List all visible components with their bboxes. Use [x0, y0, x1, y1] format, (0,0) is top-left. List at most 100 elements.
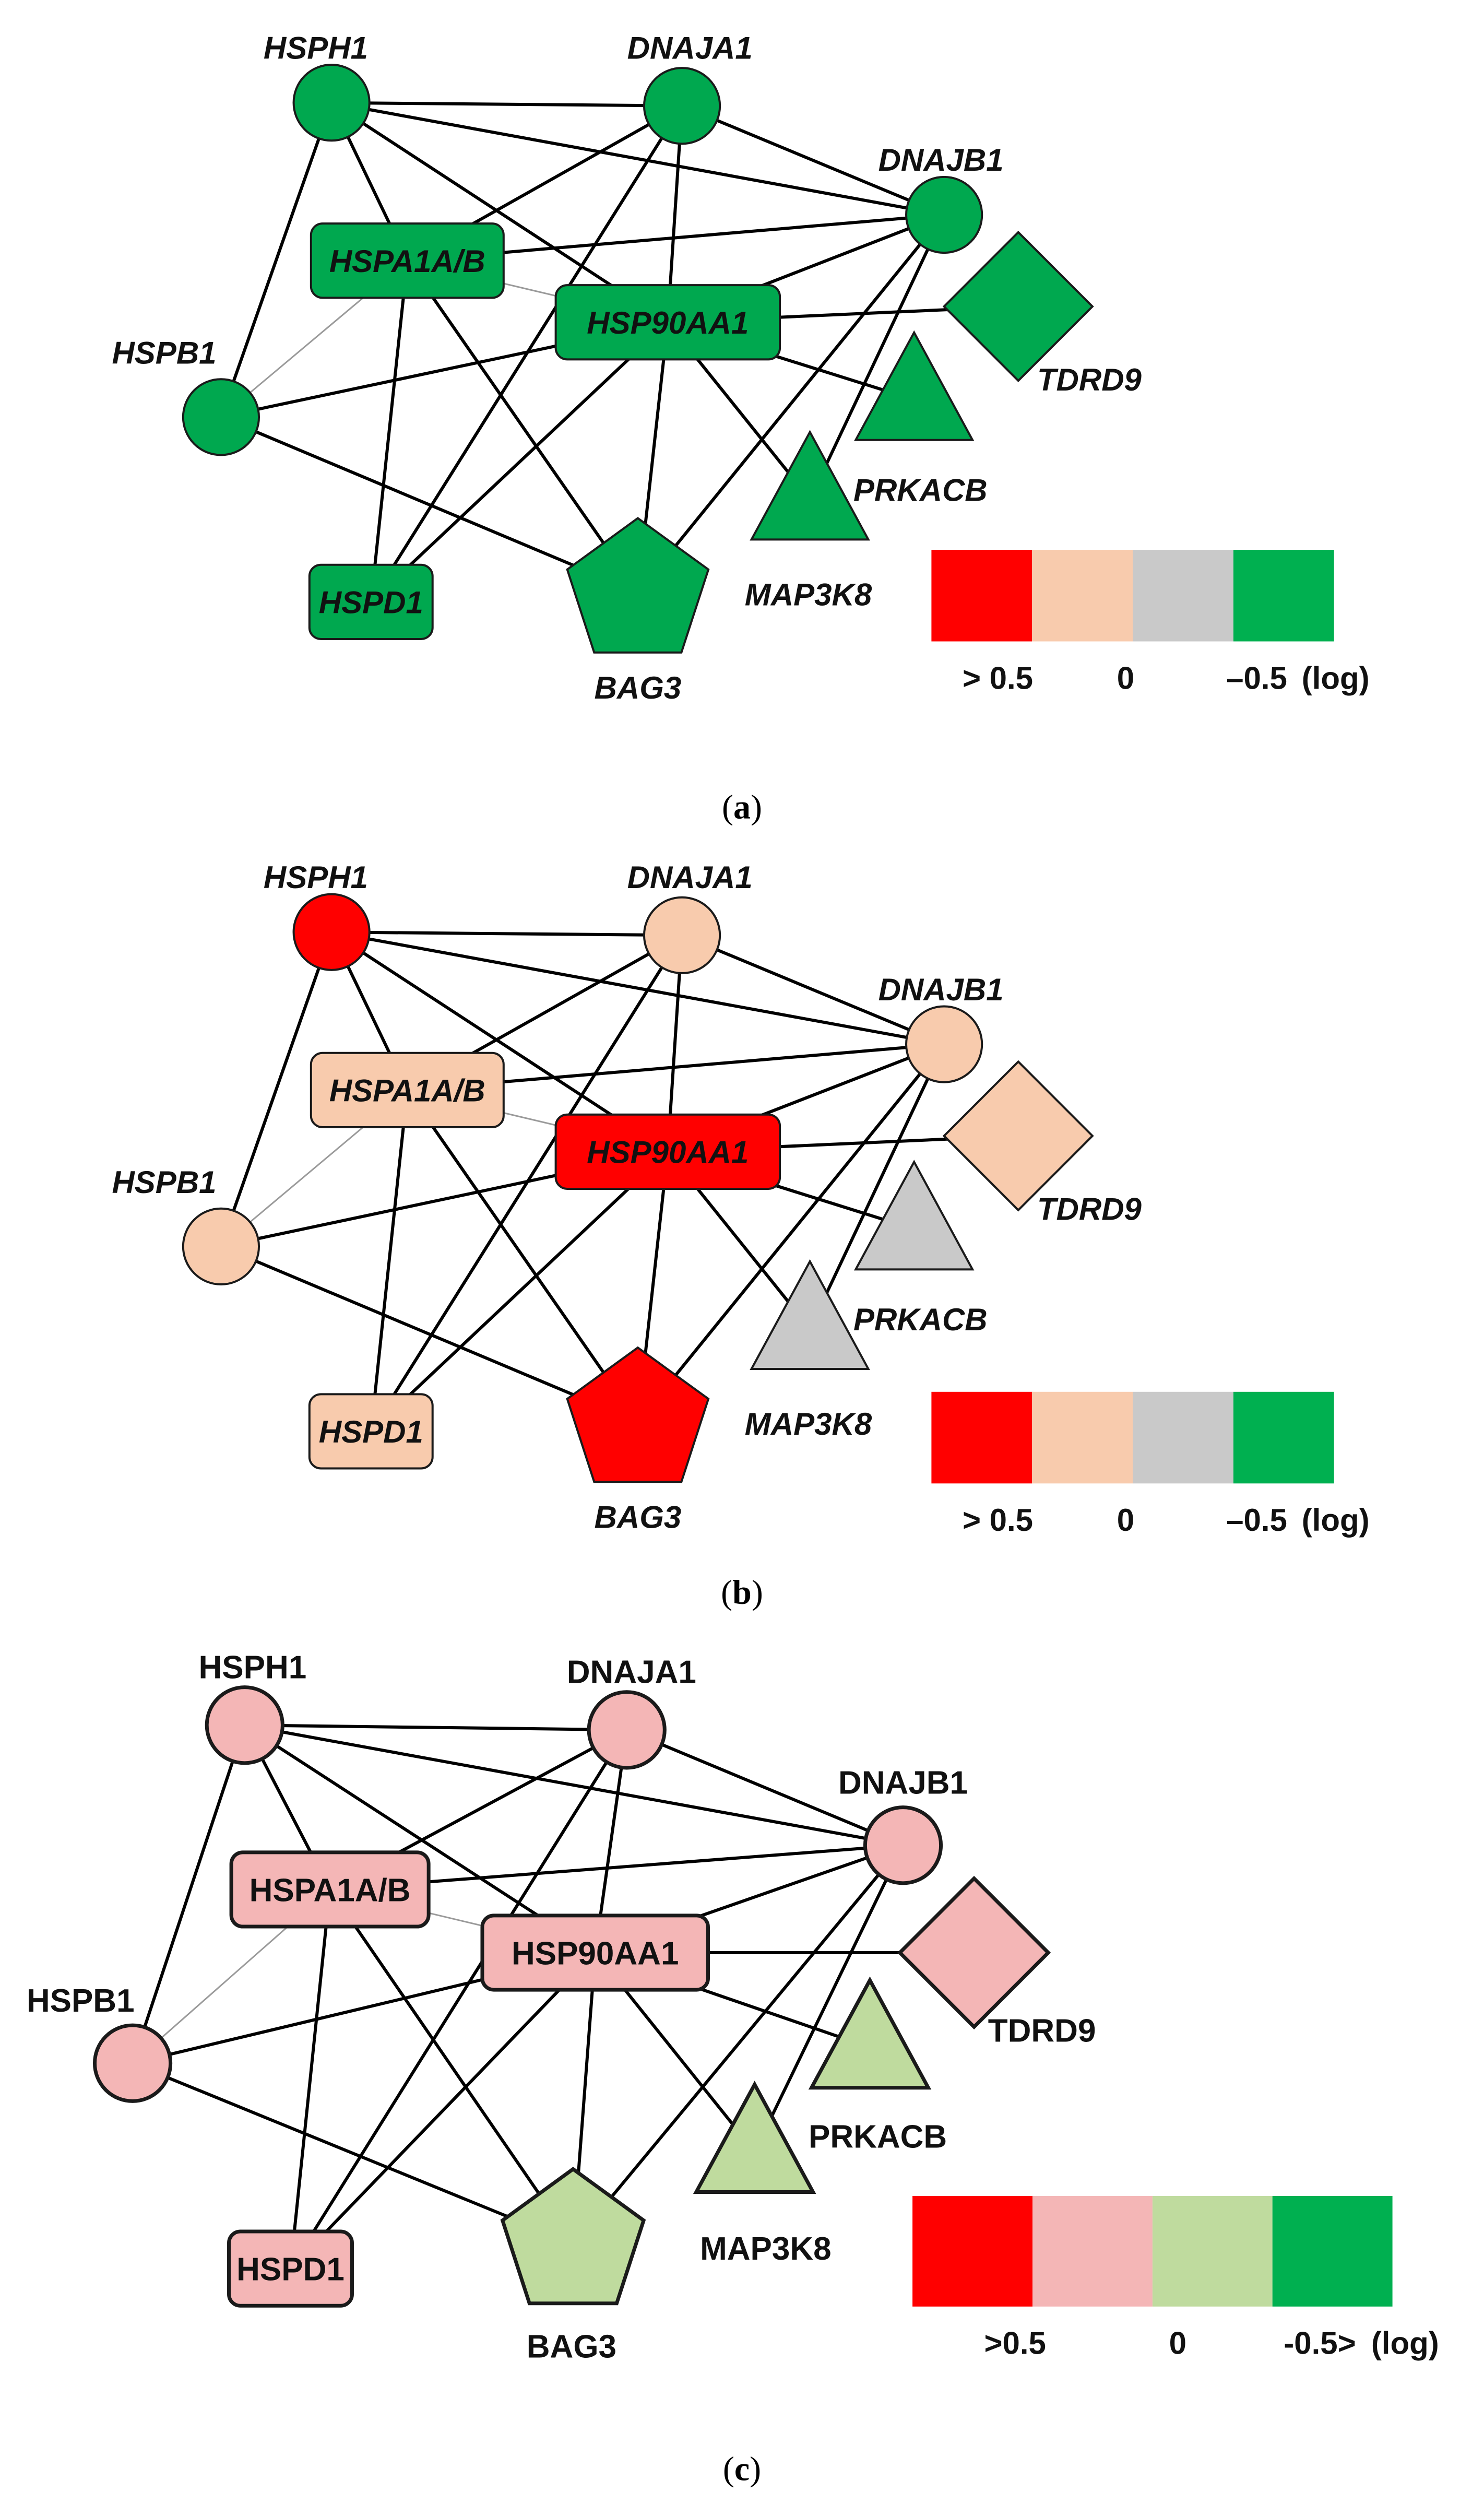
node-prkacb: PRKACB: [808, 1976, 947, 2155]
node-label: HSPH1: [264, 30, 368, 65]
node-shape-rounded-rect: [229, 1850, 431, 1929]
panel-caption: (b): [721, 1573, 763, 1611]
node-shape-diamond: [897, 1875, 1051, 2030]
node-shape-circle: [905, 1005, 983, 1083]
node-label: HSP90AA1: [587, 305, 749, 340]
edge-dnaja1-hspd1: [289, 1729, 628, 2270]
node-dnaja1: DNAJA1: [627, 860, 753, 974]
legend-swatch: [1272, 2196, 1393, 2307]
node-shape-circle: [205, 1685, 284, 1765]
legend-label: (log): [1302, 1503, 1370, 1538]
node-hsph1: HSPH1: [199, 1650, 307, 1765]
edge-hspa1a-b-hspd1: [369, 260, 409, 603]
node-label: HSPA1A/B: [250, 1872, 411, 1908]
legend-label: (log): [1371, 2326, 1439, 2361]
node-shape-circle: [643, 67, 721, 145]
node-label: HSPD1: [319, 1414, 423, 1449]
edge-hsp90aa1-hspd1: [289, 1951, 597, 2270]
legend-swatch: [1233, 1391, 1334, 1484]
edge-dnajb1-bag3: [636, 214, 945, 594]
node-shape-tri: [750, 430, 870, 541]
legend-label: > 0.5: [963, 660, 1033, 695]
node-shape-rounded-rect: [310, 222, 505, 299]
node-tdrd9: TDRD9: [942, 1060, 1142, 1226]
node-label: TDRD9: [1037, 1191, 1142, 1226]
node-dnajb1: DNAJB1: [878, 972, 1004, 1083]
node-bag3: BAG3: [566, 1346, 710, 1534]
node-hspd1: HSPD1: [227, 2229, 354, 2308]
panel-caption: (c): [723, 2450, 761, 2488]
node-shape-diamond: [942, 230, 1094, 383]
legend-swatch: [1133, 550, 1233, 642]
node-shape-rounded-rect: [554, 1113, 781, 1190]
node-label: BAG3: [595, 670, 682, 705]
node-label: MAP3K8: [745, 577, 872, 612]
legend-label: >0.5: [984, 2326, 1046, 2361]
node-label: DNAJA1: [627, 860, 753, 895]
node-prkacb: PRKACB: [853, 1160, 988, 1337]
node-label: DNAJB1: [878, 972, 1004, 1007]
edge-hsph1-dnaja1: [331, 101, 682, 108]
node-shape-rounded-rect: [308, 1393, 434, 1470]
edge-hspa1a-b-bag3: [406, 1089, 639, 1423]
edge-hsp90aa1-hspd1: [370, 1150, 669, 1433]
node-hsp90aa1: HSP90AA1: [554, 284, 781, 361]
node-hspb1: HSPB1: [112, 335, 260, 456]
node-label: MAP3K8: [700, 2231, 832, 2267]
node-tdrd9: TDRD9: [897, 1875, 1096, 2049]
node-shape-rounded-rect: [310, 1052, 505, 1128]
edge-dnajb1-map3k8: [808, 214, 946, 500]
edge-hspb1-bag3: [132, 2062, 574, 2245]
node-hspa1a-b: HSPA1A/B: [310, 222, 505, 299]
node-shape-circle: [587, 1690, 667, 1770]
node-shape-tri: [808, 1976, 932, 2090]
edge-dnaja1-dnajb1: [626, 1728, 904, 1847]
edge-dnajb1-map3k8: [808, 1043, 946, 1330]
node-map3k8: MAP3K8: [693, 2081, 832, 2267]
node-prkacb: PRKACB: [853, 330, 988, 508]
edge-hsph1-hspb1: [131, 1725, 246, 2064]
node-shape-rounded-rect: [480, 1914, 710, 1992]
node-label: HSPA1A/B: [329, 1073, 485, 1108]
node-label: DNAJB1: [878, 143, 1004, 178]
node-label: MAP3K8: [745, 1407, 872, 1442]
node-dnajb1: DNAJB1: [838, 1765, 968, 1885]
node-hspa1a-b: HSPA1A/B: [310, 1052, 505, 1128]
edge-dnaja1-hspd1: [370, 934, 684, 1432]
node-shape-circle: [292, 64, 371, 142]
node-shape-penta: [566, 517, 710, 654]
node-label: DNAJA1: [567, 1655, 696, 1691]
node-shape-circle: [292, 893, 371, 971]
node-shape-tri: [853, 1160, 975, 1271]
node-label: BAG3: [595, 1499, 682, 1534]
panel-caption: (a): [722, 788, 762, 826]
node-map3k8: MAP3K8: [745, 430, 872, 612]
legend-label: > 0.5: [963, 1503, 1033, 1538]
node-label: PRKACB: [853, 473, 988, 508]
node-hspd1: HSPD1: [308, 563, 434, 640]
edge-hsph1-dnajb1: [331, 101, 945, 217]
node-hspa1a-b: HSPA1A/B: [229, 1850, 431, 1929]
edge-hsph1-hspb1: [219, 931, 333, 1247]
node-dnaja1: DNAJA1: [567, 1655, 696, 1770]
legend-swatch: [912, 2196, 1032, 2307]
node-hsph1: HSPH1: [264, 30, 371, 142]
edge-hspb1-bag3: [220, 1245, 639, 1424]
legend-label: 0: [1117, 1503, 1134, 1538]
legend-swatch: [1233, 550, 1334, 642]
legend-label: 0: [1169, 2326, 1186, 2361]
node-label: DNAJA1: [627, 30, 753, 65]
legend-label: –0.5: [1226, 660, 1287, 695]
node-shape-rounded-rect: [227, 2229, 354, 2308]
node-dnajb1: DNAJB1: [878, 143, 1004, 254]
legend-swatch: [1032, 550, 1133, 642]
node-label: HSPH1: [199, 1650, 307, 1686]
legend-swatch: [1032, 2196, 1153, 2307]
node-label: TDRD9: [1037, 362, 1142, 397]
edge-hsph1-dnajb1: [331, 930, 945, 1046]
node-tdrd9: TDRD9: [942, 230, 1142, 397]
